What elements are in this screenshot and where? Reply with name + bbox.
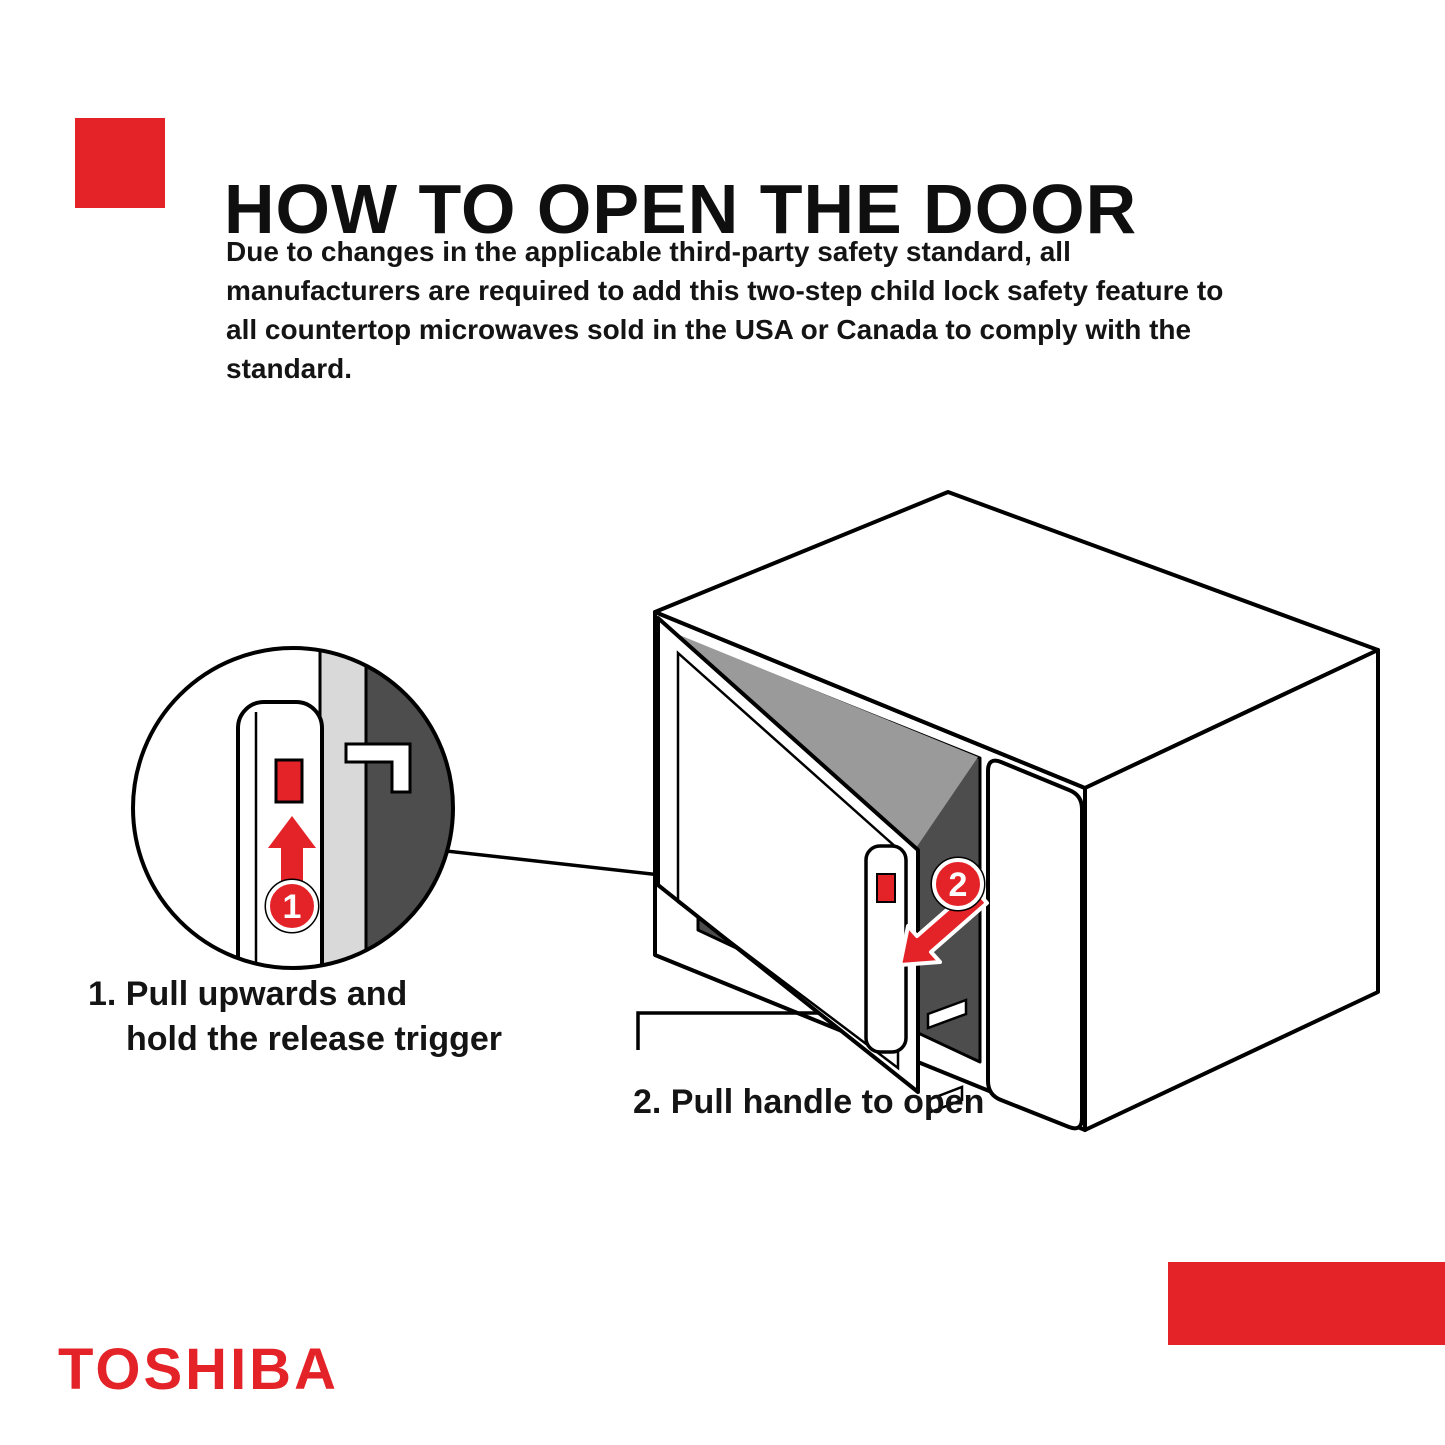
intro-line: standard. [226, 353, 353, 384]
intro-line: Due to changes in the applicable third-p… [226, 236, 1071, 267]
page-title: HOW TO OPEN THE DOOR [224, 169, 1138, 248]
door-inner-face [656, 616, 920, 1094]
step-1-badge-number: 1 [283, 888, 302, 926]
release-trigger [876, 873, 896, 903]
cavity-ceiling [672, 632, 978, 848]
zoom-circle-outline [131, 646, 455, 970]
release-trigger-up-arrow-icon [268, 816, 316, 882]
leader-line-step2 [636, 1011, 866, 1050]
step-2-badge: 2 [930, 856, 986, 912]
zoom-handle [236, 700, 324, 968]
step-1-badge: 1 [264, 878, 320, 934]
brand-logo: TOSHIBA [58, 1337, 339, 1402]
intro-line: manufacturers are required to add this t… [226, 275, 1224, 306]
corner-accent-rect [1168, 1262, 1445, 1345]
control-panel [986, 758, 1084, 1131]
door-inner-frame [676, 650, 900, 1071]
step-2-label: 2. Pull handle to open [633, 1083, 985, 1121]
intro-line: all countertop microwaves sold in the US… [226, 314, 1192, 345]
zoom-latch-hook [344, 742, 412, 794]
intro-paragraph: Due to changes in the applicable third-p… [226, 232, 1223, 388]
step-1-label-line2: hold the release trigger [126, 1020, 502, 1058]
latch-hook-upper [926, 998, 968, 1030]
zoom-door-edge [318, 648, 368, 968]
latch-hook-lower [926, 1085, 964, 1115]
step-2-badge-number: 2 [949, 866, 968, 904]
title-accent-square [75, 118, 165, 208]
step-1-label-line1: 1. Pull upwards and [88, 975, 408, 1013]
open-door [656, 616, 920, 1094]
step-1-label: 1. Pull upwards and hold the release tri… [88, 972, 502, 1062]
microwave-side-face [1083, 648, 1380, 1132]
zoom-release-trigger [274, 758, 304, 804]
